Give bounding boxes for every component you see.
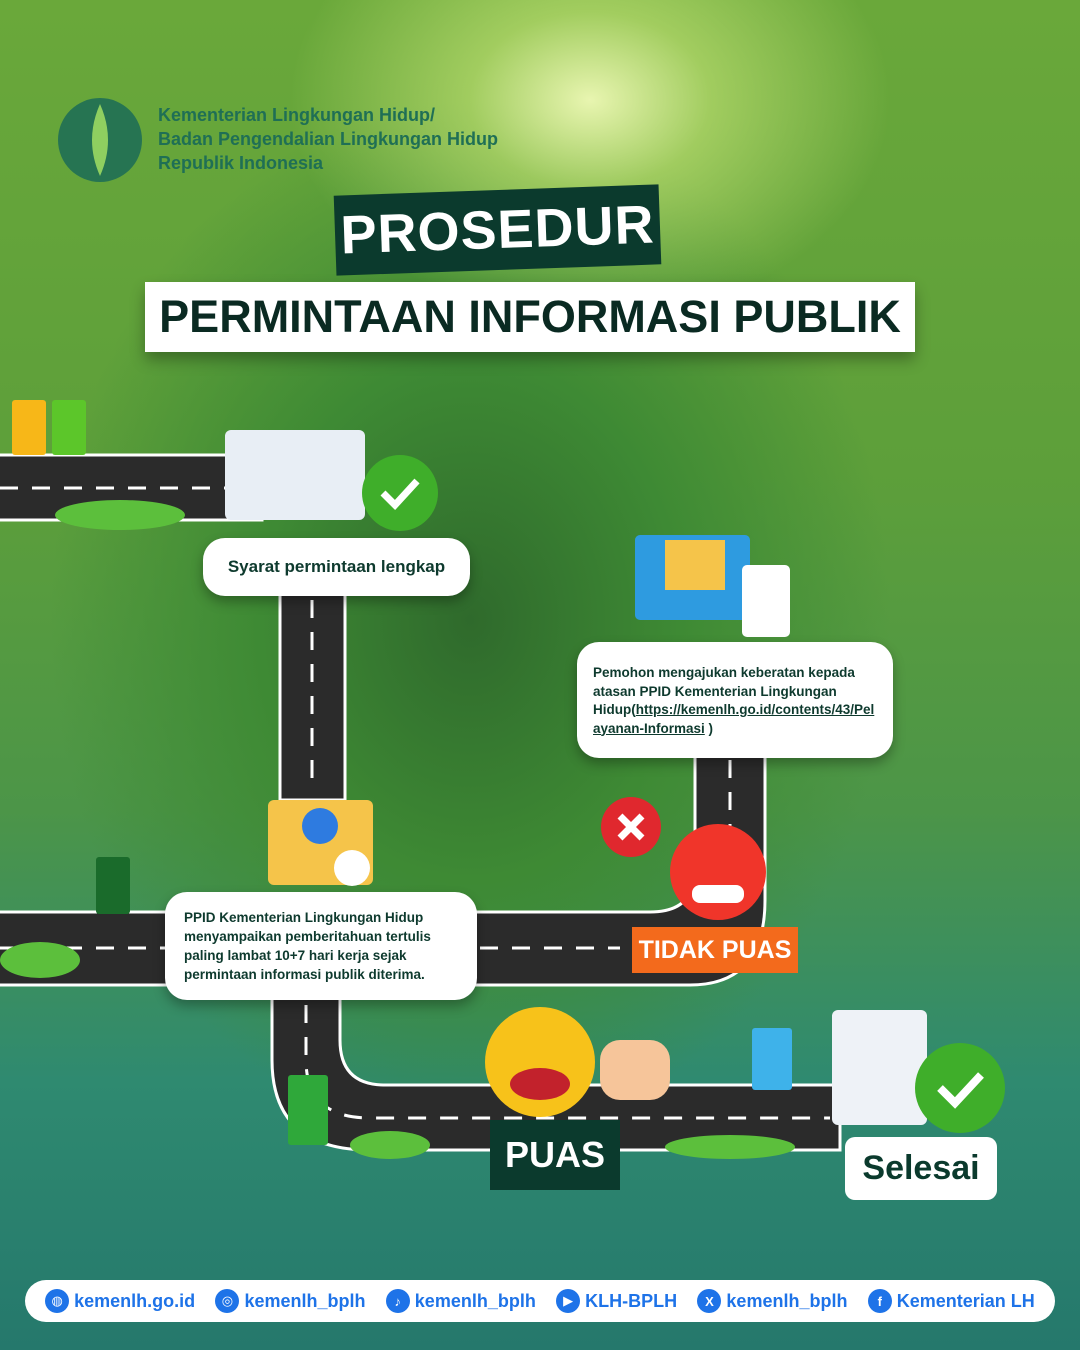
org-name: Kementerian Lingkungan Hidup/ Badan Peng… (158, 103, 498, 175)
reject-x-icon (601, 797, 661, 857)
tiktok-icon: ♪ (385, 1289, 410, 1313)
x-icon: X (697, 1289, 722, 1313)
social-label: kemenlh_bplh (726, 1290, 848, 1311)
checklist-icon (832, 1010, 1005, 1133)
not-satisfied-label: TIDAK PUAS (632, 927, 798, 973)
done-label: Selesai (845, 1137, 997, 1200)
social-tiktok[interactable]: ♪kemenlh_bplh (385, 1289, 536, 1313)
step-notify: PPID Kementerian Lingkungan Hidup menyam… (165, 892, 477, 1000)
org-line: Badan Pengendalian Lingkungan Hidup (158, 129, 499, 149)
social-label: kemenlh.go.id (74, 1290, 196, 1311)
social-label: Kementerian LH (896, 1290, 1035, 1311)
laptop-illustration-icon (225, 430, 438, 531)
social-footer: ◍kemenlh.go.id ◎kemenlh_bplh ♪kemenlh_bp… (25, 1280, 1055, 1322)
step-complete: Syarat permintaan lengkap (203, 538, 470, 596)
email-envelope-icon (268, 800, 373, 886)
social-label: kemenlh_bplh (244, 1290, 366, 1311)
star-eyes-face-icon (485, 1007, 670, 1117)
objection-end: ) (704, 720, 714, 736)
social-youtube[interactable]: ▶KLH-BPLH (556, 1289, 677, 1313)
youtube-icon: ▶ (556, 1289, 581, 1313)
org-line: Republik Indonesia (158, 153, 324, 173)
globe-icon: ◍ (45, 1289, 70, 1313)
objection-text: Pemohon mengajukan keberatan kepada atas… (593, 665, 855, 717)
page-title: PERMINTAAN INFORMASI PUBLIK (145, 282, 915, 352)
instagram-icon: ◎ (215, 1289, 240, 1313)
title-top: PROSEDUR (333, 184, 662, 276)
facebook-icon: f (867, 1289, 892, 1313)
social-website[interactable]: ◍kemenlh.go.id (45, 1289, 195, 1313)
bins (12, 400, 792, 1145)
objection-link[interactable]: https://kemenlh.go.id/contents/43/Pelaya… (593, 702, 875, 736)
bushes (0, 500, 795, 1159)
org-line: Kementerian Lingkungan Hidup/ (158, 105, 436, 125)
satisfied-label: PUAS (490, 1120, 620, 1190)
monitor-mail-icon (635, 535, 790, 637)
social-label: kemenlh_bplh (414, 1290, 536, 1311)
social-label: KLH-BPLH (585, 1290, 678, 1311)
social-instagram[interactable]: ◎kemenlh_bplh (215, 1289, 366, 1313)
logo-icon (58, 98, 142, 182)
step-objection: Pemohon mengajukan keberatan kepada atas… (577, 642, 893, 758)
angry-face-icon (670, 824, 766, 920)
